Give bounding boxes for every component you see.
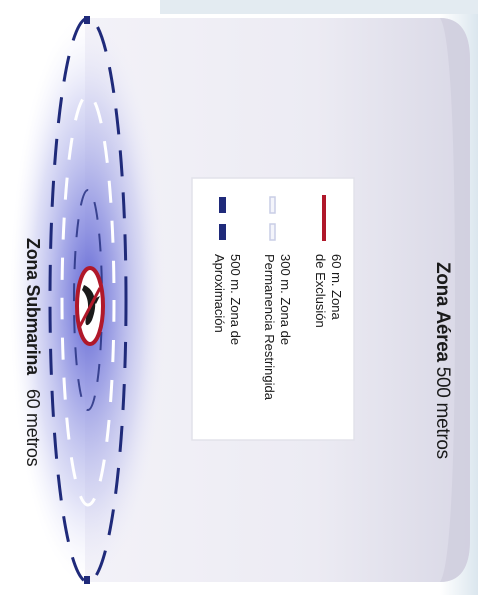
legend-swatch-restricted-2 bbox=[270, 224, 275, 240]
aerial-zone-label: Zona Aérea 500 metros bbox=[431, 262, 453, 459]
submarine-zone-title: Zona Submarina bbox=[23, 238, 43, 375]
bottom-marker bbox=[84, 576, 90, 584]
aerial-zone-value: 500 metros bbox=[432, 367, 453, 459]
legend-item-line1: 300 m. Zona de bbox=[277, 254, 293, 400]
legend-item-line1: 500 m. Zona de bbox=[227, 254, 243, 345]
legend-swatch-exclusion bbox=[322, 195, 326, 241]
whale-sign-icon bbox=[77, 268, 103, 344]
aerial-zone-title: Zona Aérea bbox=[432, 262, 453, 362]
legend-item-line2: de Exclusión bbox=[312, 254, 328, 328]
submarine-zone-value: 60 metros bbox=[23, 389, 43, 466]
legend-swatch-approach-1 bbox=[219, 197, 226, 213]
legend-item-line2: Aproximación bbox=[211, 254, 227, 345]
submarine-zone-label: Zona Submarina 60 metros bbox=[22, 238, 43, 466]
sky-top-strip bbox=[160, 0, 478, 14]
legend-item-restricted: 300 m. Zona de Permanencia Restringida bbox=[261, 254, 293, 400]
legend-item-line2: Permanencia Restringida bbox=[261, 254, 277, 400]
legend-swatch-approach-2 bbox=[219, 224, 226, 240]
legend-swatch-restricted-1 bbox=[270, 197, 275, 213]
legend-item-approach: 500 m. Zona de Aproximación bbox=[211, 254, 243, 345]
legend-item-line1: 60 m. Zona bbox=[328, 254, 344, 328]
top-marker bbox=[84, 16, 90, 24]
legend-item-exclusion: 60 m. Zona de Exclusión bbox=[312, 254, 344, 328]
